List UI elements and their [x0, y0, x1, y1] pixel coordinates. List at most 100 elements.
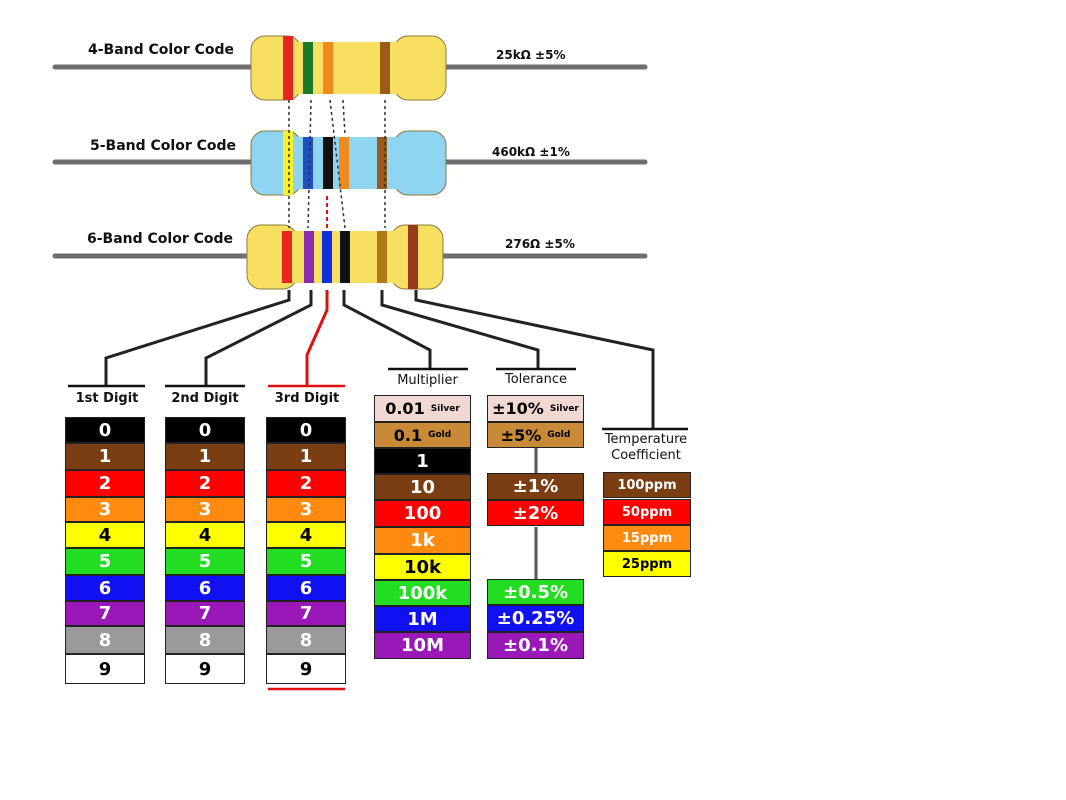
resistor-band [283, 36, 293, 100]
digit2-cell: 9 [165, 654, 245, 684]
digit1-cell: 3 [65, 497, 145, 522]
cell-label: ±10% [492, 399, 544, 418]
multiplier-cell: 10 [374, 474, 471, 500]
cell-label: 50ppm [621, 504, 673, 520]
cell-material-label: Silver [549, 403, 579, 414]
leader-1st-digit [104, 290, 291, 385]
cell-label: 4 [299, 524, 313, 546]
cell-material-label: Gold [547, 430, 571, 440]
resistor-band [303, 42, 313, 94]
resistor-band [283, 131, 293, 195]
cell-label: 9 [198, 658, 212, 680]
cell-label: 4 [198, 524, 212, 546]
resistor-band [322, 231, 332, 283]
digit2-cell: 2 [165, 470, 245, 497]
cell-label: 5 [299, 551, 313, 572]
tolerance-cell: ±0.25% [487, 605, 584, 632]
digit2-cell: 8 [165, 626, 245, 654]
tolerance-cell: ±10% Silver [487, 395, 584, 422]
cell-label: 5 [198, 551, 212, 572]
cell-label: 1 [98, 446, 112, 467]
tempco-cell: 100ppm [603, 472, 691, 498]
cell-material-label: Silver [430, 403, 460, 414]
digit1-cell: 2 [65, 470, 145, 497]
cell-label: 6 [198, 577, 212, 599]
resistor-band [377, 137, 387, 189]
multiplier-cell: 1 [374, 448, 471, 474]
multiplier-cell: 100k [374, 580, 471, 606]
resistor-bands [282, 36, 418, 289]
cell-label: 3 [98, 499, 112, 520]
cell-label: 1 [299, 446, 313, 467]
digit3-cell: 8 [266, 626, 346, 654]
digit1-cell: 8 [65, 626, 145, 654]
digit3-cell: 0 [266, 417, 346, 443]
cell-label: 10M [401, 635, 444, 656]
cell-label: ±2% [512, 502, 559, 524]
heading-tempco-line1: Temperature [604, 432, 688, 447]
tolerance-cell: ±5% Gold [487, 422, 584, 448]
label-5band: 5-Band Color Code [90, 138, 237, 154]
cell-label: 1M [407, 608, 438, 630]
digit3-cell: 4 [266, 522, 346, 548]
leader-3rd-digit [305, 290, 329, 385]
resistor-band [380, 42, 390, 94]
cell-label: 10 [409, 476, 436, 498]
cell-label: 1 [198, 446, 212, 467]
label-4band: 4-Band Color Code [88, 42, 235, 58]
digit1-cell: 5 [65, 548, 145, 575]
digit3-cell: 3 [266, 497, 346, 522]
digit3-cell: 6 [266, 575, 346, 601]
tolerance-cell: ±0.5% [487, 579, 584, 605]
leader-multiplier [342, 290, 432, 368]
tempco-cell: 25ppm [603, 551, 691, 577]
multiplier-cell: 0.01 Silver [374, 395, 471, 422]
heading-multiplier: Multiplier [397, 373, 458, 388]
cell-label: 4 [98, 524, 112, 546]
guide-line [342, 99, 346, 136]
resistor-band [303, 137, 313, 189]
digit1-cell: 1 [65, 443, 145, 470]
multiplier-cell: 1k [374, 527, 471, 554]
cell-label: ±5% [500, 425, 542, 445]
cell-material-label: Gold [428, 430, 452, 440]
digit3-cell: 2 [266, 470, 346, 497]
cell-label: 0 [299, 419, 313, 441]
value-6band: 276Ω ±5% [505, 237, 575, 251]
cell-label: 0 [98, 419, 112, 441]
multiplier-cell: 10k [374, 554, 471, 580]
cell-label: 2 [198, 473, 212, 494]
digit2-cell: 6 [165, 575, 245, 601]
cell-label: 7 [299, 603, 313, 624]
tempco-cell: 50ppm [603, 499, 691, 525]
cell-label: 6 [98, 577, 112, 599]
leader-tempco [414, 290, 655, 428]
digit2-cell: 7 [165, 601, 245, 626]
resistor-band [323, 42, 333, 94]
resistor-band [282, 231, 292, 283]
leader-tolerance [380, 290, 540, 368]
digit2-cell: 0 [165, 417, 245, 443]
cell-label: 7 [198, 603, 212, 624]
cell-label: 2 [98, 473, 112, 494]
heading-tolerance: Tolerance [505, 372, 567, 387]
cell-label: 1k [410, 530, 435, 551]
cell-label: 100 [403, 503, 442, 524]
leader-lines [104, 290, 655, 428]
cell-label: 0.01 [385, 399, 425, 418]
cell-label: 8 [198, 629, 212, 651]
digit3-cell: 7 [266, 601, 346, 626]
digit1-cell: 9 [65, 654, 145, 684]
heading-2nd-digit: 2nd Digit [171, 391, 239, 406]
cell-label: 7 [98, 603, 112, 624]
cell-label: 15ppm [621, 530, 673, 546]
heading-3rd-digit: 3rd Digit [274, 391, 340, 406]
cell-label: 3 [198, 499, 212, 520]
cell-label: 1 [416, 450, 429, 472]
resistor-band [340, 231, 350, 283]
cell-label: ±0.5% [502, 581, 568, 603]
cell-label: 0 [198, 419, 212, 441]
cell-label: 2 [299, 473, 313, 494]
digit2-cell: 1 [165, 443, 245, 470]
